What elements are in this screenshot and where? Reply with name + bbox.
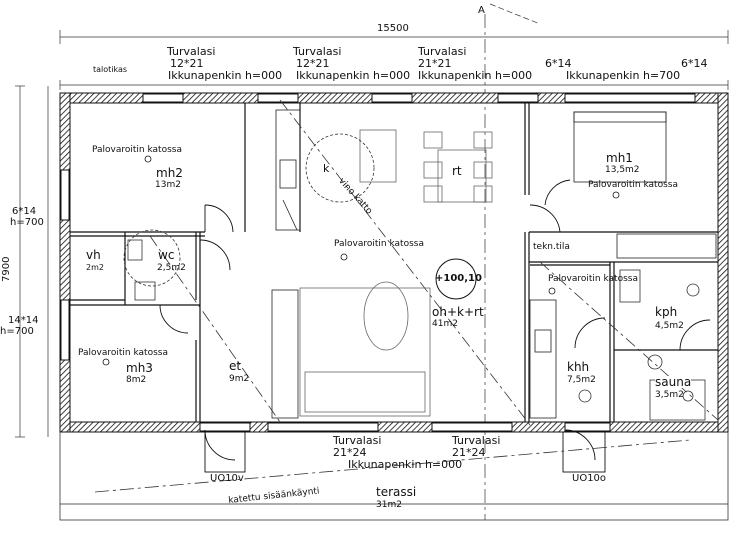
left-window-lower-height: h=700: [0, 326, 34, 337]
top-window-2-sill: Ikkunapenkin h=000: [296, 69, 411, 82]
living-furniture: [299, 281, 431, 417]
room-oh-note: Palovaroitin katossa: [334, 239, 424, 249]
bottom-window-2-size: 21*24: [452, 446, 486, 459]
room-khh-name: khh: [567, 360, 590, 374]
top-window-1-sill: Ikkunapenkin h=000: [168, 69, 283, 82]
top-window-4-size: 6*14: [545, 57, 572, 70]
room-mh2-area: 13m2: [155, 180, 181, 190]
top-window-4-sill: Ikkunapenkin h=700: [566, 69, 681, 82]
left-window-upper-size: 6*14: [12, 206, 37, 217]
room-tekn-note: Palovaroitin katossa: [548, 274, 638, 284]
left-window-lower-size: 14*14: [8, 315, 39, 326]
bottom-window-1-type: Turvalasi: [333, 434, 382, 447]
floor-level-marker: [435, 258, 477, 300]
room-wc-area: 2,5m2: [157, 263, 186, 273]
room-sauna-area: 3,5m2: [655, 390, 684, 400]
room-terassi-area: 31m2: [376, 500, 402, 510]
talotikas-label: talotikas: [93, 65, 128, 74]
room-oh-name: oh+k+rt: [432, 305, 484, 319]
room-khh-area: 7,5m2: [567, 375, 596, 385]
room-mh2-note: Palovaroitin katossa: [92, 145, 182, 155]
room-kph-area: 4,5m2: [655, 321, 684, 331]
overall-width-label: 15500: [377, 23, 409, 34]
top-window-3-sill: Ikkunapenkin h=000: [418, 69, 533, 82]
room-oh-area: 41m2: [432, 319, 458, 329]
top-window-2-size: 12*21: [296, 57, 330, 70]
room-mh1-area: 13,5m2: [605, 165, 640, 175]
smoke-detectors: [102, 155, 620, 366]
room-mh1-note: Palovaroitin katossa: [588, 180, 678, 190]
top-window-1-size: 12*21: [170, 57, 204, 70]
room-vh-name: vh: [86, 248, 101, 262]
room-terassi-name: terassi: [376, 485, 417, 499]
left-window-upper-height: h=700: [10, 217, 44, 228]
exterior-walls: [59, 92, 729, 433]
kitchen-fixtures: [271, 109, 717, 419]
room-mh3-area: 8m2: [126, 375, 147, 385]
room-mh3-note: Palovaroitin katossa: [78, 348, 168, 358]
room-kph-name: kph: [655, 305, 678, 319]
bottom-window-1-sill: Ikkunapenkin h=000: [348, 458, 463, 471]
door-uo10v-label: UO10v: [210, 473, 244, 484]
room-et-area: 9m2: [229, 374, 250, 384]
room-sauna-name: sauna: [655, 375, 692, 389]
door-swings: [159, 179, 711, 473]
floor-level-label: +100,10: [435, 273, 482, 284]
room-tekn-name: tekn.tila: [533, 242, 570, 252]
room-vh-area: 2m2: [86, 263, 104, 272]
top-window-3-type: Turvalasi: [418, 45, 467, 58]
room-mh1-name: mh1: [606, 151, 633, 165]
bottom-window-2-type: Turvalasi: [452, 434, 501, 447]
room-mh2-name: mh2: [156, 166, 183, 180]
bottom-window-1-size: 21*24: [333, 446, 367, 459]
room-mh3-name: mh3: [126, 361, 153, 375]
roof-slope-line: [149, 99, 719, 426]
dining-label: rt: [452, 164, 462, 178]
section-mark: A: [478, 5, 485, 16]
room-et-name: et: [229, 359, 242, 373]
kitchen-label: k: [323, 162, 330, 175]
top-window-3-size: 21*21: [418, 57, 452, 70]
door-uo10o-label: UO10o: [572, 473, 607, 484]
dining-table: [305, 129, 493, 203]
top-window-1-type: Turvalasi: [167, 45, 216, 58]
bathroom-fixtures: [123, 229, 706, 421]
top-window-2-type: Turvalasi: [293, 45, 342, 58]
room-wc-name: wc: [158, 248, 175, 262]
top-window-5-size: 6*14: [681, 57, 708, 70]
terrace-outline: [59, 432, 729, 521]
overall-depth-label: 7900: [1, 256, 12, 282]
